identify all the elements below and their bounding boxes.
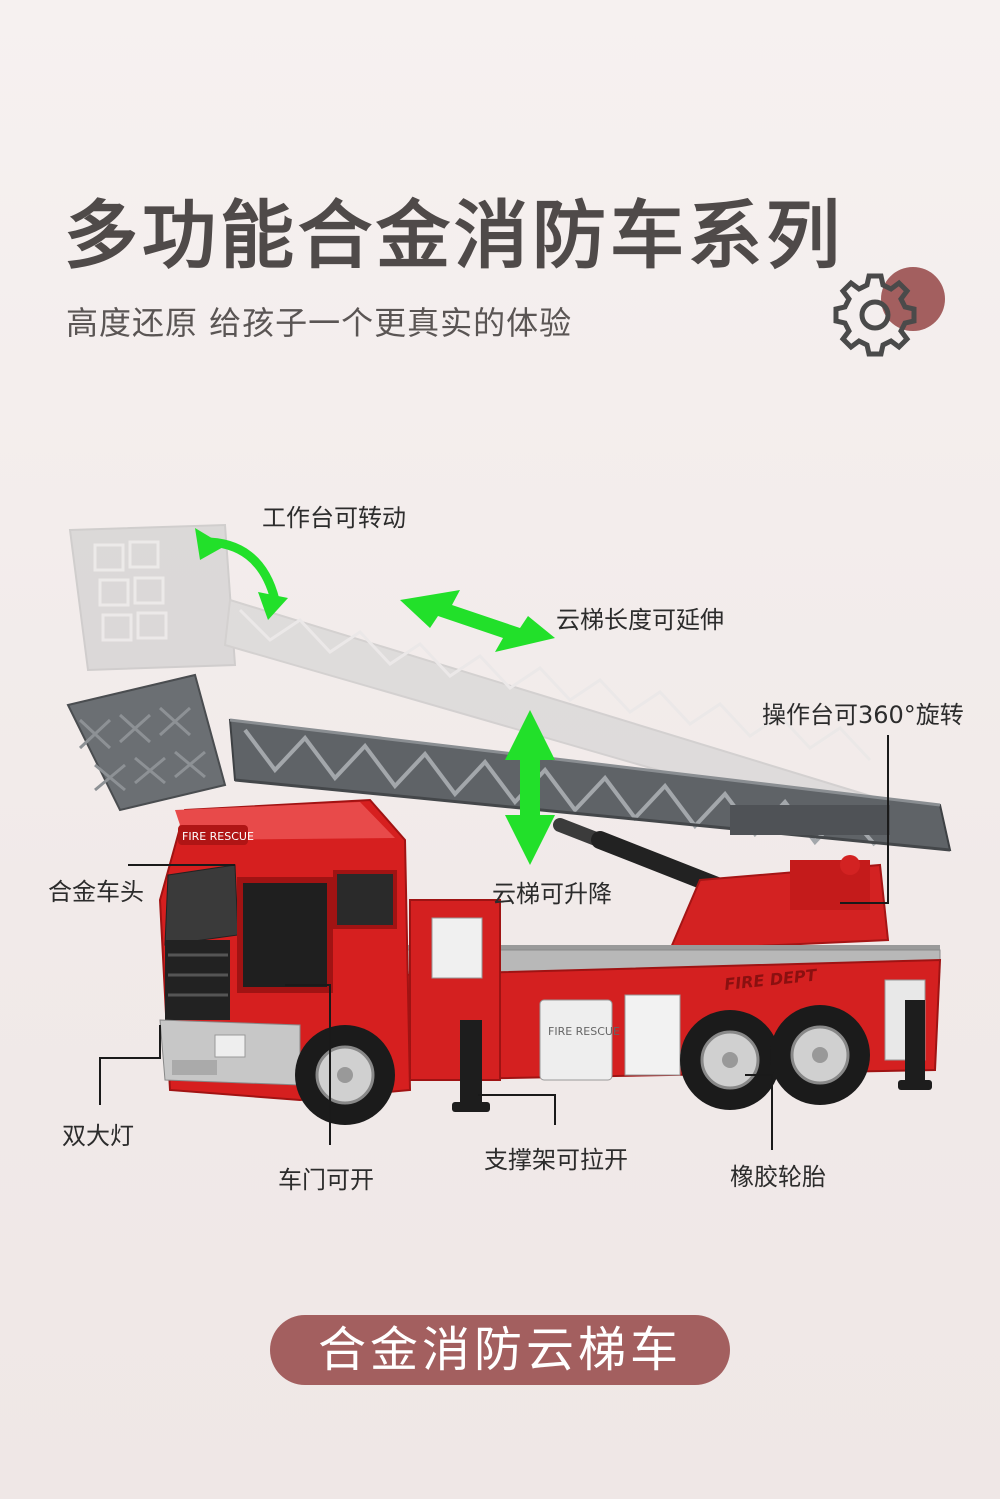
callout-ladder-extend: 云梯长度可延伸 [556, 606, 724, 634]
green-arrows [195, 528, 555, 865]
gear-icon [830, 266, 950, 361]
truck-cab: FIRE RESCUE [158, 798, 412, 1102]
callout-door-open: 车门可开 [278, 1166, 374, 1194]
product-name-badge: 合金消防云梯车 [270, 1315, 730, 1385]
callout-ladder-raise: 云梯可升降 [492, 880, 612, 908]
wheels [295, 1005, 870, 1125]
fire-truck-illustration: FIRE DEPT FIRE RESCUE FIRE RESCUE [66, 523, 952, 1150]
emblem-label: FIRE RESCUE [548, 1025, 620, 1038]
page-subtitle: 高度还原 给孩子一个更真实的体验 [66, 304, 573, 342]
callout-outrigger: 支撑架可拉开 [484, 1146, 628, 1174]
cab-label: FIRE RESCUE [182, 830, 254, 843]
outriggers [452, 1000, 932, 1112]
turntable-console [668, 855, 890, 952]
page-title: 多功能合金消防车系列 [64, 193, 844, 279]
truck-body: FIRE DEPT FIRE RESCUE [399, 899, 942, 1082]
callout-platform-rotate: 工作台可转动 [262, 504, 406, 532]
callout-console-rotate: 操作台可360°旋转 [762, 701, 964, 729]
callout-alloy-cab: 合金车头 [48, 878, 144, 906]
leader-lines [99, 735, 889, 1150]
callout-rubber-tires: 橡胶轮胎 [730, 1163, 826, 1191]
callout-dual-lights: 双大灯 [62, 1122, 134, 1150]
main-ladder [66, 673, 952, 904]
